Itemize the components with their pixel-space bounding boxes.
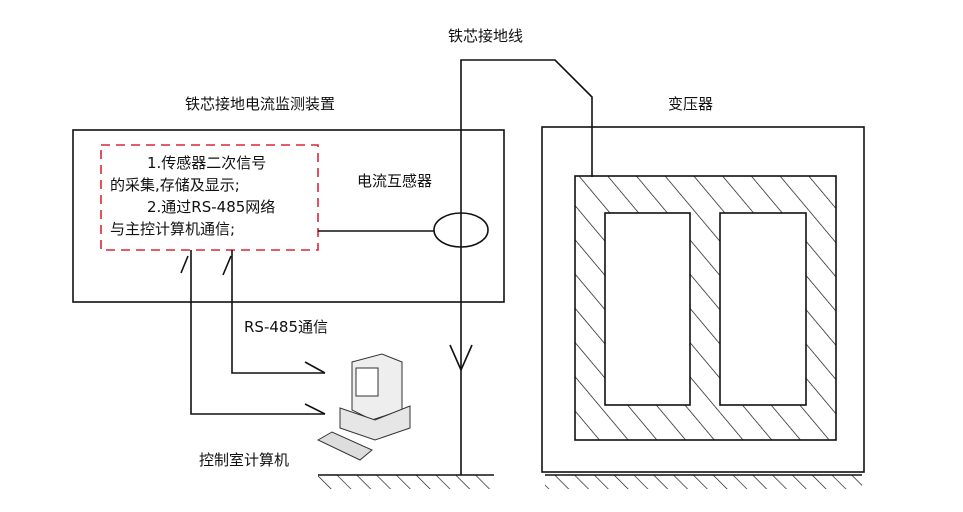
monitoring-device: 铁芯接地电流监测装置 1.传感器二次信号 的采集,存储及显示; 2.通过RS-4… [72,95,505,303]
function-line-1: 1.传感器二次信号 [147,154,266,172]
core-window-left [604,212,691,406]
current-direction-arrow-icon [449,344,473,372]
ground-symbol [318,474,862,489]
transformer: 变压器 [541,95,865,473]
transformer-label: 变压器 [668,95,713,113]
monitoring-device-box [72,129,505,303]
function-line-2: 的采集,存储及显示; [110,176,240,194]
current-transformer-label: 电流互感器 [357,172,432,190]
core-ground-wire [449,59,593,475]
monitoring-device-label: 铁芯接地电流监测装置 [185,95,335,113]
transformer-tank [541,126,865,473]
control-computer-label: 控制室计算机 [199,451,289,469]
rs485-label: RS-485通信 [244,318,328,336]
function-box [100,144,319,251]
core-ground-wire-label: 铁芯接地线 [448,27,523,45]
rs485-link: RS-485通信 [190,250,328,415]
core-window-right [719,212,807,406]
function-line-4: 与主控计算机通信; [110,220,235,238]
function-line-3: 2.通过RS-485网络 [147,198,275,216]
computer-icon [316,353,411,461]
